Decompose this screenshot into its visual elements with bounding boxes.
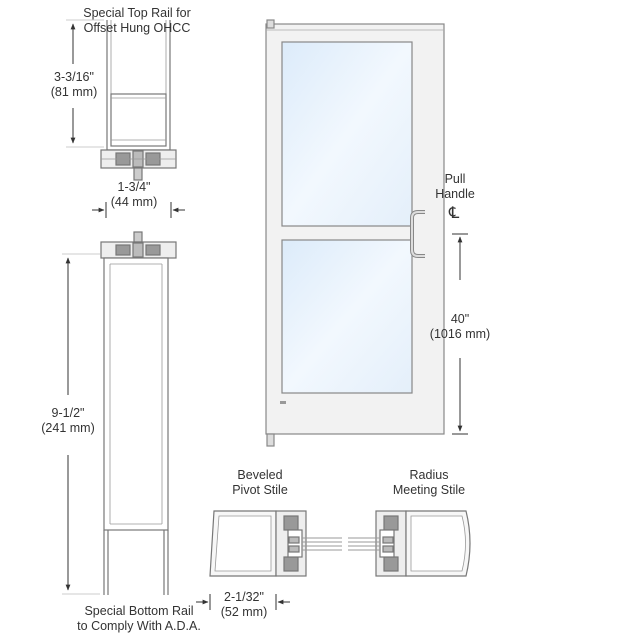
top-rail-label: Special Top Rail for Offset Hung OHCC <box>83 6 191 35</box>
beveled-glass-lines <box>302 537 342 551</box>
bottom-rail-height-label: 9-1/2" (241 mm) <box>41 406 95 435</box>
top-rail-height-dimension <box>66 19 104 148</box>
handle-height-label: 40" (1016 mm) <box>429 312 491 341</box>
radius-meeting-stile-section <box>375 510 471 577</box>
door-elevation <box>265 19 445 447</box>
stile-width-dimension <box>196 594 290 610</box>
top-rail-height-label: 3-3/16" (81 mm) <box>50 70 98 99</box>
radius-glass-lines <box>348 537 380 551</box>
bottom-rail-height-dimension <box>62 253 100 595</box>
pull-handle-label: Pull Handle <box>435 172 475 201</box>
handle-height-dimension <box>452 233 468 435</box>
centerline-symbol: ℄ <box>449 203 460 222</box>
radius-stile-label: Radius Meeting Stile <box>392 468 466 497</box>
stile-width-label: 2-1/32" (52 mm) <box>220 590 268 619</box>
beveled-stile-label: Beveled Pivot Stile <box>232 468 288 497</box>
beveled-pivot-stile-section <box>209 510 307 577</box>
bottom-rail-label: Special Bottom Rail to Comply With A.D.A… <box>77 604 201 633</box>
stile-depth-dimension <box>92 202 185 218</box>
top-rail-section <box>100 20 177 181</box>
bottom-rail-section <box>100 231 177 595</box>
stile-depth-label: 1-3/4" (44 mm) <box>110 180 158 209</box>
